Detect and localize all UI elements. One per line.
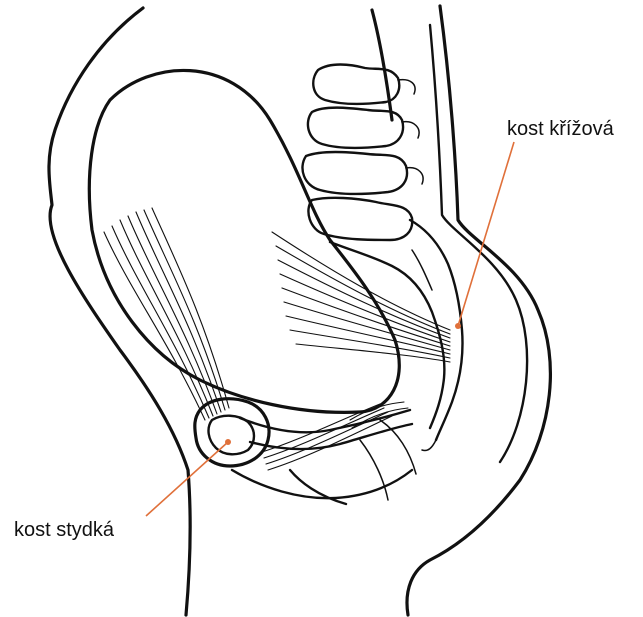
pubic-leader-dot: [225, 439, 231, 445]
pelvic-floor-organs: [232, 410, 416, 504]
pubic-bone: [195, 399, 269, 466]
sacrum-leader-line: [458, 142, 514, 326]
bladder-organ: [89, 70, 399, 412]
sacrum-label: kost křížová: [507, 118, 614, 140]
sacrum-leader-dot: [455, 323, 461, 329]
pubic-leader-line: [146, 442, 228, 516]
lumbar-vertebrae: [302, 65, 423, 241]
pubic-bone-label: kost stydká: [14, 519, 114, 541]
round-ligament-fibers: [104, 208, 229, 420]
